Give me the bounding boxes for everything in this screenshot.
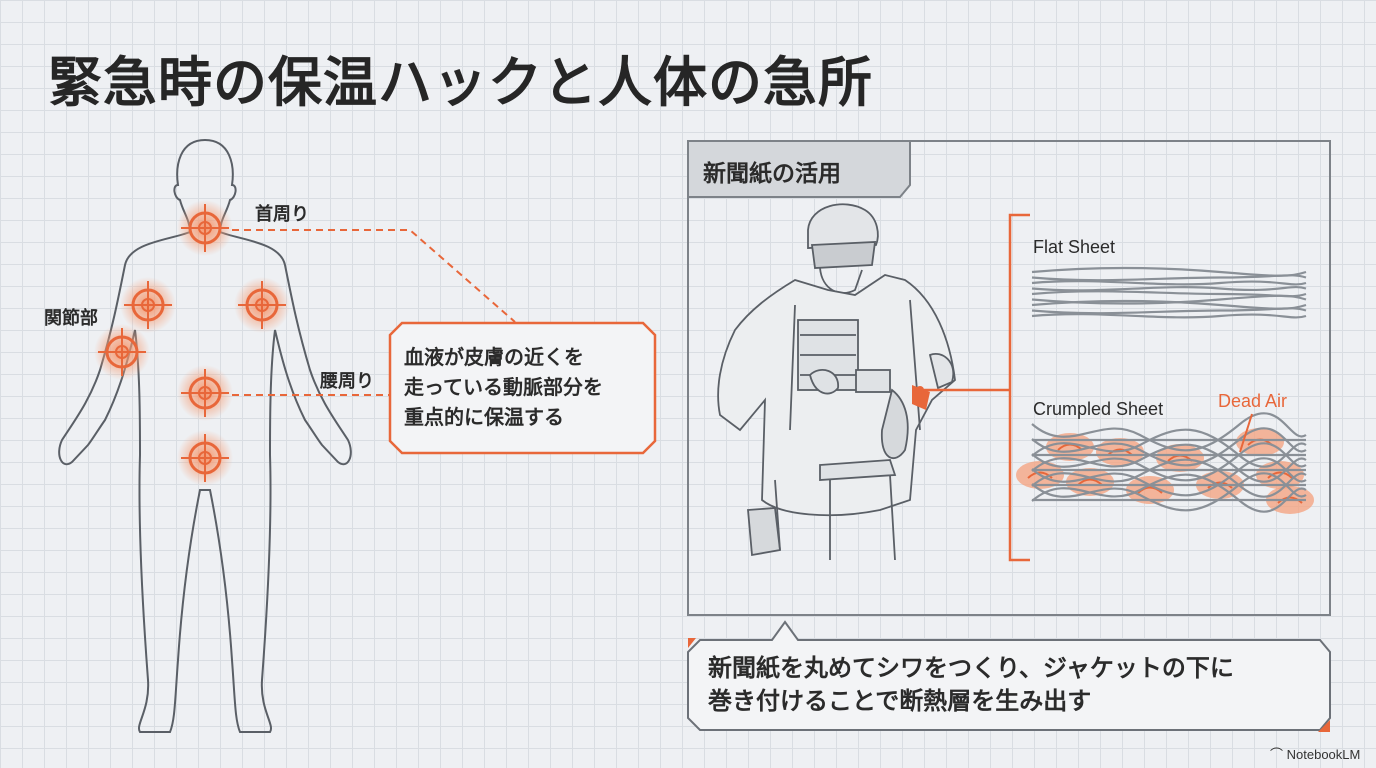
dead-air-label: Dead Air	[1218, 391, 1288, 411]
panel-frame	[687, 140, 1331, 616]
callout-line: 血液が皮膚の近くを	[404, 345, 584, 369]
callout-text: 血液が皮膚の近くを 走っている動脈部分を 重点的に保温する	[404, 342, 603, 432]
callout-line: 走っている動脈部分を	[404, 375, 603, 399]
neck-label: 首周り	[255, 204, 309, 225]
bottom-callout-line: 巻き付けることで断熱層を生み出す	[708, 687, 1092, 715]
dead-air-pocket	[1126, 476, 1174, 504]
flat-sheet-label: Flat Sheet	[1033, 237, 1116, 257]
crumpled-sheet-fibers	[1016, 412, 1314, 514]
pulse-point-target-icon	[94, 324, 150, 380]
air-flow-arrow-icon	[1107, 448, 1133, 456]
brand-logo: ⌒ NotebookLM	[1270, 744, 1360, 763]
bottom-callout-line: 新聞紙を丸めてシワをつくり、ジャケットの下に	[708, 654, 1234, 682]
panel-tab-label: 新聞紙の活用	[703, 161, 841, 187]
bottom-callout-text: 新聞紙を丸めてシワをつくり、ジャケットの下に 巻き付けることで断熱層を生み出す	[708, 652, 1234, 718]
page-title: 緊急時の保温ハックと人体の急所	[48, 51, 873, 114]
callout-box	[388, 321, 657, 455]
comparison-bracket	[920, 213, 1030, 562]
soldier-illustration	[717, 203, 956, 561]
corner-accent-bottom-right	[1318, 720, 1330, 732]
air-flow-arrow-icon	[1137, 486, 1163, 494]
pulse-point-target-icon	[177, 365, 233, 421]
flat-sheet-fibers	[1031, 266, 1307, 319]
air-flow-arrow-icon	[1267, 471, 1293, 479]
human-body-diagram	[58, 138, 657, 733]
pulse-point-target-icon	[177, 430, 233, 486]
callout-line: 重点的に保温する	[404, 405, 564, 429]
joints-label: 関節部	[44, 308, 98, 329]
pulse-point-target-icon	[234, 277, 290, 333]
newspaper-panel	[687, 140, 1331, 732]
crumpled-sheet-label: Crumpled Sheet	[1033, 399, 1164, 419]
panel-tab	[687, 140, 911, 198]
bottom-callout-box	[687, 620, 1331, 731]
brand-text: NotebookLM	[1286, 747, 1361, 762]
body-outline	[58, 138, 352, 733]
bracket-anchor-dot	[916, 386, 924, 394]
corner-accent-top-left	[688, 638, 696, 648]
air-flow-arrow-icon	[1077, 478, 1103, 486]
notebooklm-icon: ⌒	[1270, 747, 1287, 762]
waist-label: 腰周り	[320, 371, 374, 392]
dead-air-arrow	[1239, 413, 1253, 453]
pulse-point-target-icon	[177, 200, 233, 256]
pulse-point-target-icon	[120, 277, 176, 333]
